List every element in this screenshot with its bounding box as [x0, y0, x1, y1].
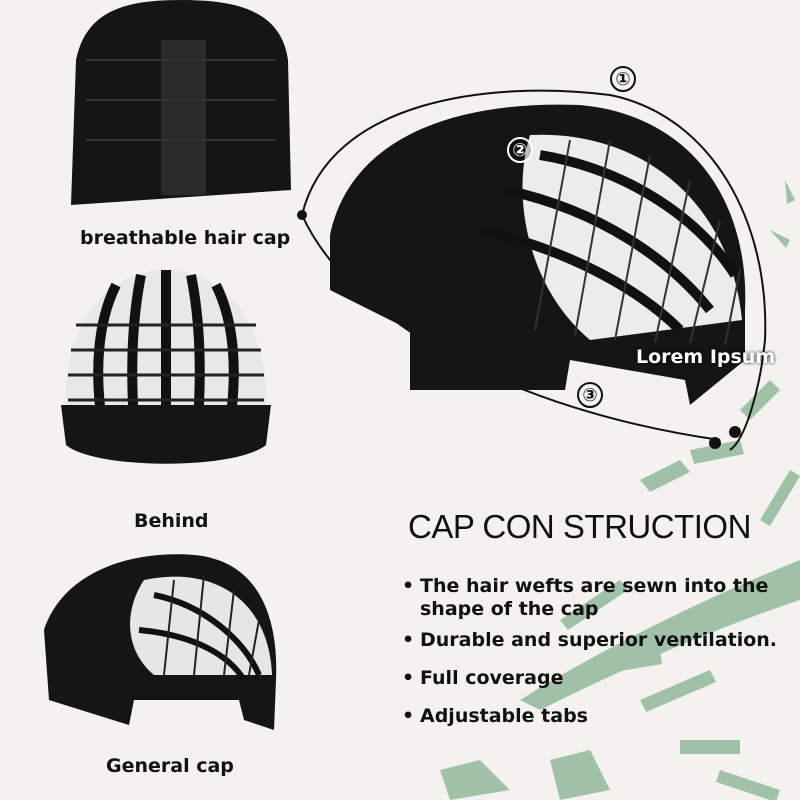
bullet-dot: • — [402, 575, 415, 597]
behind-label: Behind — [134, 510, 209, 532]
marker-2: ② — [507, 137, 533, 163]
marker-1: ① — [610, 66, 636, 92]
feature-item: •Durable and superior ventilation. — [402, 629, 792, 652]
marker-3: ③ — [577, 382, 603, 408]
feature-item: •The hair wefts are sewn into the shape … — [402, 575, 792, 621]
general-cap-image — [44, 554, 277, 730]
feature-text: The hair wefts are sewn into the shape o… — [420, 575, 769, 620]
general-cap-label: General cap — [106, 755, 234, 777]
bullet-dot: • — [402, 705, 415, 727]
feature-text: Durable and superior ventilation. — [420, 629, 778, 651]
feature-item: •Full coverage — [402, 667, 792, 690]
bullet-dot: • — [402, 629, 415, 651]
feature-text: Adjustable tabs — [420, 705, 588, 727]
feature-item: •Adjustable tabs — [402, 705, 792, 728]
breathable-hair-cap-label: breathable hair cap — [80, 227, 291, 249]
breathable-cap-image — [71, 0, 291, 205]
bullet-dot: • — [402, 667, 415, 689]
cap-construction-heading: CAP CON STRUCTION — [408, 508, 751, 545]
behind-cap-image — [61, 270, 271, 464]
feature-list: •The hair wefts are sewn into the shape … — [402, 575, 792, 743]
feature-text: Full coverage — [420, 667, 564, 689]
cap-construction-diagram — [297, 89, 767, 451]
lorem-ipsum-label: Lorem Ipsum — [636, 346, 776, 368]
